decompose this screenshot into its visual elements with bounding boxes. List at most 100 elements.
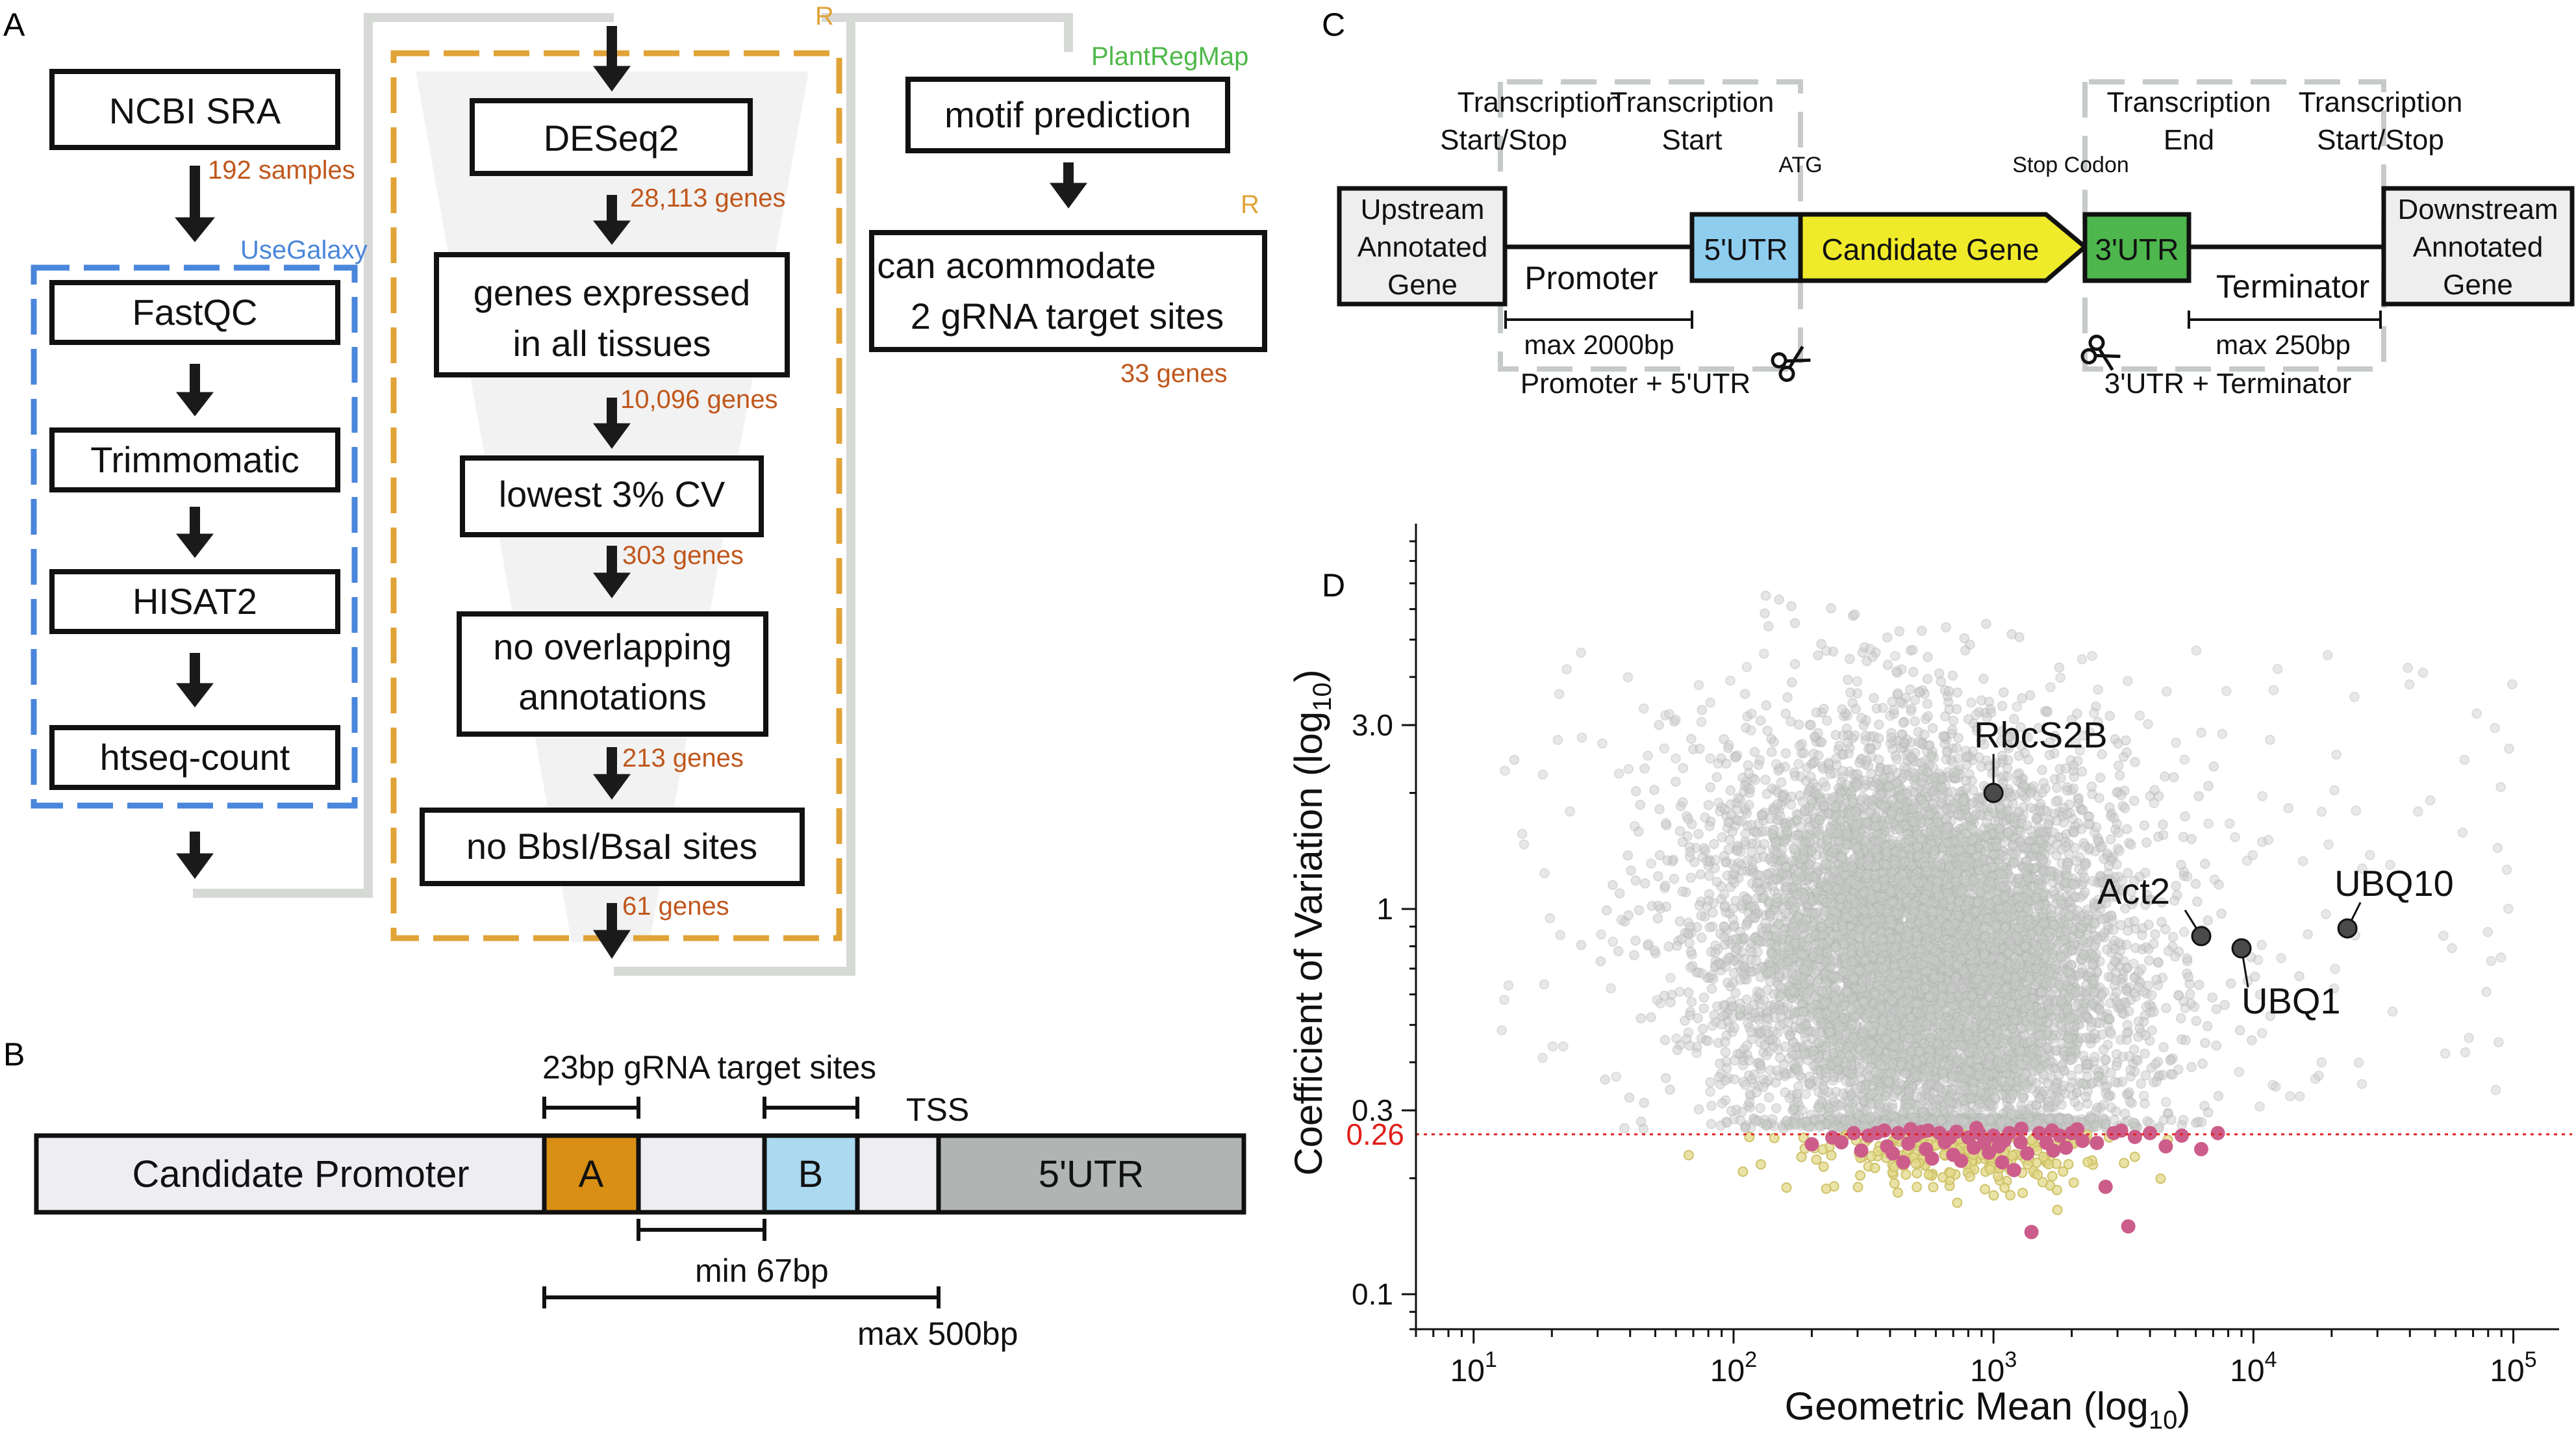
gene-point [1953, 732, 1964, 743]
gene-point [2211, 1004, 2222, 1015]
gene-point [1811, 707, 1822, 718]
utr3-label: 3'UTR [2095, 233, 2179, 266]
downstream-gene-box [2381, 186, 2575, 307]
step-box-deseq2: DESeq2 [470, 98, 753, 176]
min-distance-label: min 67bp [695, 1253, 829, 1289]
gene-point [1743, 1017, 1754, 1028]
terminator-label: Terminator [2216, 268, 2369, 305]
scissors-icon [2080, 335, 2121, 371]
gene-point [1730, 987, 1741, 999]
gene-point [1837, 765, 1849, 776]
step-box-grna-sites: can acommodate 2 gRNA target sites [869, 230, 1267, 352]
gene-point [1649, 785, 1660, 795]
max-promoter-label: max 2000bp [1524, 329, 1674, 360]
usegalaxy-region [31, 264, 358, 809]
gene-point [1850, 704, 1861, 715]
arrow [1050, 162, 1087, 209]
gene-point [1695, 869, 1706, 880]
step-note-restriction-sites: 61 genes [622, 892, 729, 921]
upstream-gene-box [1337, 186, 1508, 307]
gene-point [2207, 992, 2218, 1003]
gene-point [1683, 987, 1694, 998]
flow-box-htseq-count: htseq-count [49, 725, 340, 790]
max-distance-label: max 500bp [857, 1316, 1018, 1352]
gene-point [2180, 811, 2190, 822]
gene-point [2130, 943, 2141, 954]
gene-point [1623, 850, 1634, 861]
gene-point [2113, 760, 2124, 771]
gene-point [2160, 1002, 2171, 1013]
usegalaxy-label: UseGalaxy [240, 236, 368, 264]
gene-point [1630, 785, 1641, 796]
gene-point [1837, 704, 1848, 715]
gene-point [2171, 880, 2182, 891]
gene-point [1951, 704, 1962, 715]
max-terminator-bracket [2188, 311, 2382, 329]
gene-point [2121, 746, 2132, 758]
gene-point [2193, 980, 2204, 990]
panel-b: B 23bp gRNA target sites TSS Candidate P… [3, 1036, 1246, 1352]
step-note-expressed: 10,096 genes [620, 385, 777, 414]
module-right-label: 3'UTR + Terminator [2104, 368, 2352, 400]
gene-point [1660, 1035, 1671, 1045]
gene-point [2186, 1062, 2197, 1073]
gene-point [1709, 1010, 1720, 1021]
scissors-icon [1771, 346, 1811, 382]
r-label: R [815, 2, 834, 31]
gene-point [1882, 632, 1893, 643]
gene-point [1660, 1073, 1671, 1084]
utr-label: 5'UTR [1039, 1153, 1144, 1195]
gene-point [2133, 1016, 2144, 1027]
gene-point [1891, 754, 1902, 765]
target-a-label: A [579, 1153, 604, 1195]
gene-point [1674, 826, 1686, 837]
plantregmap-label: PlantRegMap [1091, 42, 1248, 71]
arrow [174, 166, 216, 242]
step-note-overlapping: 213 genes [622, 744, 744, 772]
gene-point [2199, 858, 2210, 869]
gene-point [2054, 662, 2065, 673]
arrow [592, 195, 631, 245]
gene-point [2125, 1096, 2136, 1107]
promoter-label: Promoter [1524, 260, 1658, 296]
step-box-motif-prediction: motif prediction [905, 77, 1230, 153]
utr5-label: 5'UTR [1704, 233, 1788, 266]
gene-point [1755, 715, 1766, 726]
gene-point [1654, 804, 1665, 815]
gene-point [2211, 1040, 2222, 1051]
gene-point [1892, 688, 1903, 699]
segment-candidate-promoter [34, 1133, 547, 1215]
gene-point [1725, 785, 1736, 796]
segment-5utr [936, 1133, 1246, 1215]
flow-arrows [174, 26, 1087, 959]
gene-point [1672, 1045, 1683, 1056]
gene-point [2203, 1107, 2214, 1118]
gene-point [2077, 766, 2088, 777]
atg-label: ATG [1778, 153, 1822, 177]
gene-point [2143, 943, 2154, 954]
gene-point [1768, 737, 1779, 747]
gene-point [1665, 1084, 1676, 1095]
panel-letter-a: A [3, 6, 25, 43]
gene-point [1922, 652, 1933, 663]
gene-point [1607, 880, 1618, 891]
gene-point [1755, 1060, 1766, 1071]
gene-point [1652, 871, 1663, 882]
gene-point [1660, 818, 1671, 829]
gene-point [2234, 1025, 2245, 1036]
min-distance-bracket [637, 1219, 766, 1241]
gene-point [2159, 771, 2170, 782]
gene-point [1976, 695, 1987, 706]
gene-point [2120, 735, 2131, 746]
grna-label: 23bp gRNA target sites [542, 1049, 876, 1086]
gene-point [1763, 1092, 1774, 1103]
gene-point [2160, 924, 2171, 935]
gene-point [1706, 1119, 1717, 1130]
gene-point [1635, 799, 1646, 810]
gene-point [1746, 708, 1757, 719]
max-promoter-bracket [1504, 311, 1693, 329]
